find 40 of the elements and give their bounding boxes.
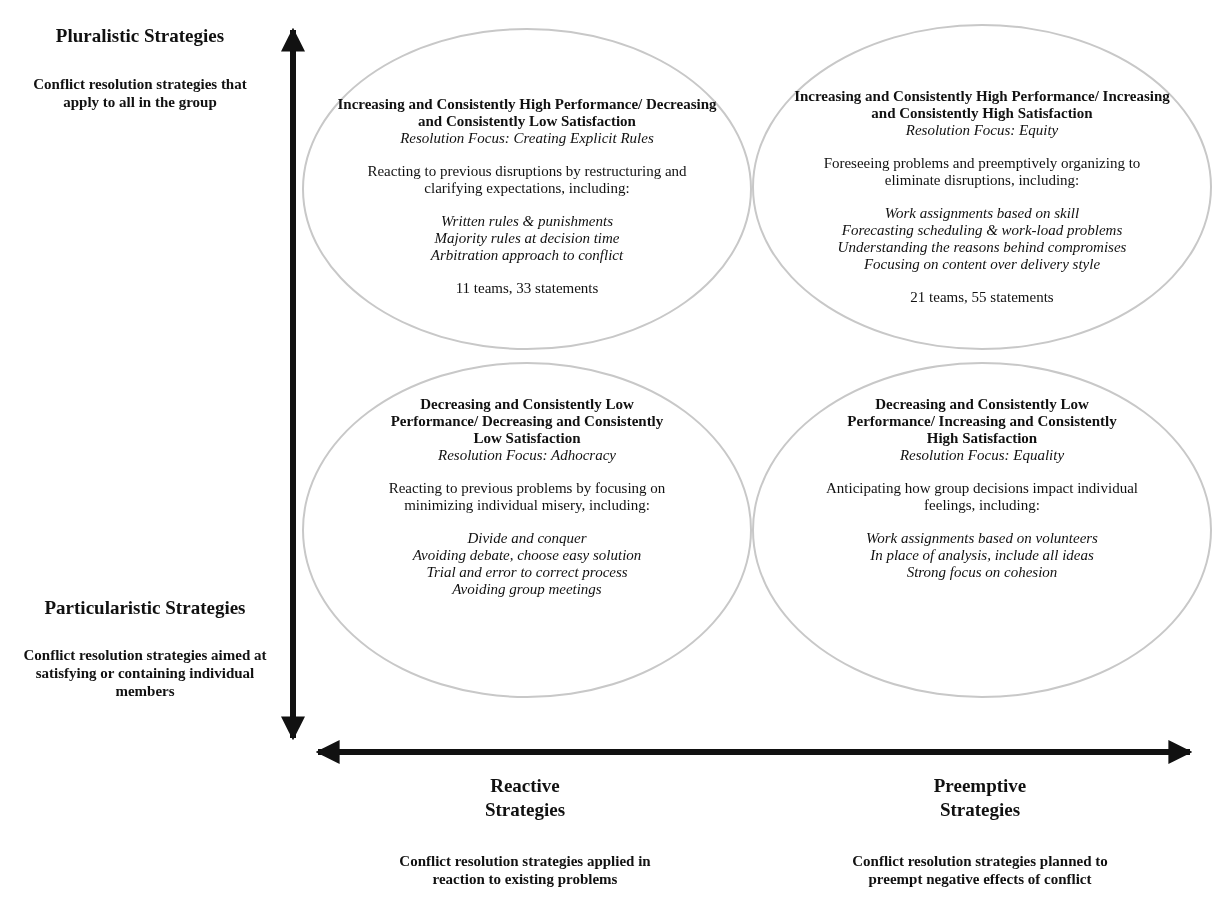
strategy-item: Forecasting scheduling & work-load problems — [841, 222, 1123, 239]
strategy-item: Understanding the reasons behind compromises — [837, 239, 1127, 256]
quadrant-heading: Decreasing and Consistently Low Performance/ Decreasing and Consistently Low Satisfaction — [389, 396, 665, 447]
strategy-item: Written rules & punishments — [440, 213, 614, 230]
description-text: Reacting to previous disruptions by restructuring and clarifying expectations, including: — [366, 163, 688, 197]
strategy-item: Avoiding group meetings — [452, 581, 602, 598]
sample-count: 21 teams, 55 statements — [910, 289, 1054, 306]
quadrant-heading: Decreasing and Consistently Low Performance/ Increasing and Consistently High Satisfaction — [846, 396, 1118, 447]
strategy-item: Work assignments based on volunteers — [866, 530, 1098, 547]
strategy-item: Avoiding debate, choose easy solution — [412, 547, 642, 564]
strategy-item: Divide and conquer — [467, 530, 587, 547]
description-text: Anticipating how group decisions impact individual feelings, including: — [824, 480, 1139, 514]
axis-description: Conflict resolution strategies planned to preempt negative effects of conflict — [851, 852, 1109, 888]
description-text: Foreseeing problems and preemptively organizing to eliminate disruptions, including: — [822, 155, 1142, 189]
resolution-focus: Resolution Focus: Equality — [899, 447, 1065, 464]
axis-title: Particularistic Strategies — [43, 596, 247, 620]
strategy-item: In place of analysis, include all ideas — [870, 547, 1094, 564]
quadrant-heading: Increasing and Consistently High Performance/ Decreasing and Consistently Low Satisfaction — [337, 96, 717, 130]
axis-title: Pluralistic Strategies — [54, 24, 226, 48]
axis-description: Conflict resolution strategies applied in reaction to existing problems — [398, 852, 652, 888]
strategy-item: Work assignments based on skill — [884, 205, 1080, 222]
resolution-focus: Resolution Focus: Creating Explicit Rules — [400, 130, 654, 147]
axis-title: Preemptive Strategies — [932, 774, 1028, 822]
quadrant-ellipse — [752, 24, 1212, 350]
resolution-focus: Resolution Focus: Equity — [905, 122, 1059, 139]
axis-description: Conflict resolution strategies aimed at satisfying or containing individual members — [22, 646, 268, 700]
strategy-item: Arbitration approach to conflict — [430, 247, 624, 264]
quadrant-ellipse — [302, 28, 752, 350]
strategy-item: Strong focus on cohesion — [906, 564, 1058, 581]
strategy-item: Majority rules at decision time — [434, 230, 620, 247]
strategy-item: Trial and error to correct process — [426, 564, 628, 581]
description-text: Reacting to previous problems by focusing on minimizing individual misery, including: — [387, 480, 667, 514]
strategy-item: Focusing on content over delivery style — [863, 256, 1101, 273]
resolution-focus: Resolution Focus: Adhocracy — [438, 447, 616, 464]
quadrant-ellipse — [302, 362, 752, 698]
axis-title: Reactive Strategies — [483, 774, 567, 822]
sample-count: 11 teams, 33 statements — [455, 280, 599, 297]
quadrant-ellipse — [752, 362, 1212, 698]
quadrant-heading: Increasing and Consistently High Performance/ Increasing and Consistently High Satisfaction — [793, 88, 1171, 122]
axis-description: Conflict resolution strategies that apply to all in the group — [32, 75, 248, 111]
